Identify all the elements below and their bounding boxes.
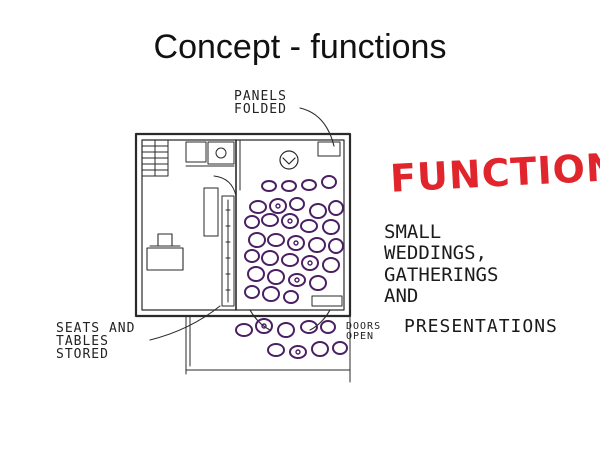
label-line: DOORS (346, 321, 382, 332)
entry-doors (249, 309, 331, 331)
outer-wall (134, 132, 352, 318)
functions-line: SMALL (384, 221, 442, 243)
cabinet (203, 187, 219, 237)
functions-line: GATHERINGS (384, 263, 499, 286)
functions-list: SMALL WEDDINGS, GATHERINGS AND (384, 221, 499, 307)
label-seats-tables-stored: SEATS AND TABLES STORED (56, 322, 166, 361)
interior-door (213, 175, 237, 197)
bench (311, 295, 343, 307)
seating-layout (235, 175, 348, 359)
label-line: FOLDED (234, 102, 287, 117)
label-line: TABLES (56, 334, 109, 349)
functions-line: WEDDINGS, (384, 242, 487, 265)
label-line: PANELS (234, 89, 287, 104)
kitchen-fixtures (185, 141, 235, 167)
label-panels-folded: PANELS FOLDED (234, 90, 314, 116)
folded-panels (317, 141, 341, 157)
podium (279, 150, 299, 170)
storage-strip (221, 195, 235, 307)
table-with-chairs (146, 233, 184, 271)
label-presentations: PRESENTATIONS (404, 316, 558, 337)
label-line: STORED (56, 347, 109, 362)
inner-wall (141, 139, 345, 311)
slide-title: Concept - functions (153, 28, 447, 66)
terrace (185, 315, 351, 383)
label-line: SEATS AND (56, 321, 136, 336)
stairs (141, 139, 169, 177)
label-line: OPEN (346, 331, 375, 342)
seats-leader (149, 305, 221, 341)
label-doors-open: DOORS OPEN (346, 322, 406, 342)
functions-line: AND (384, 284, 419, 307)
panels-leader (299, 107, 335, 147)
